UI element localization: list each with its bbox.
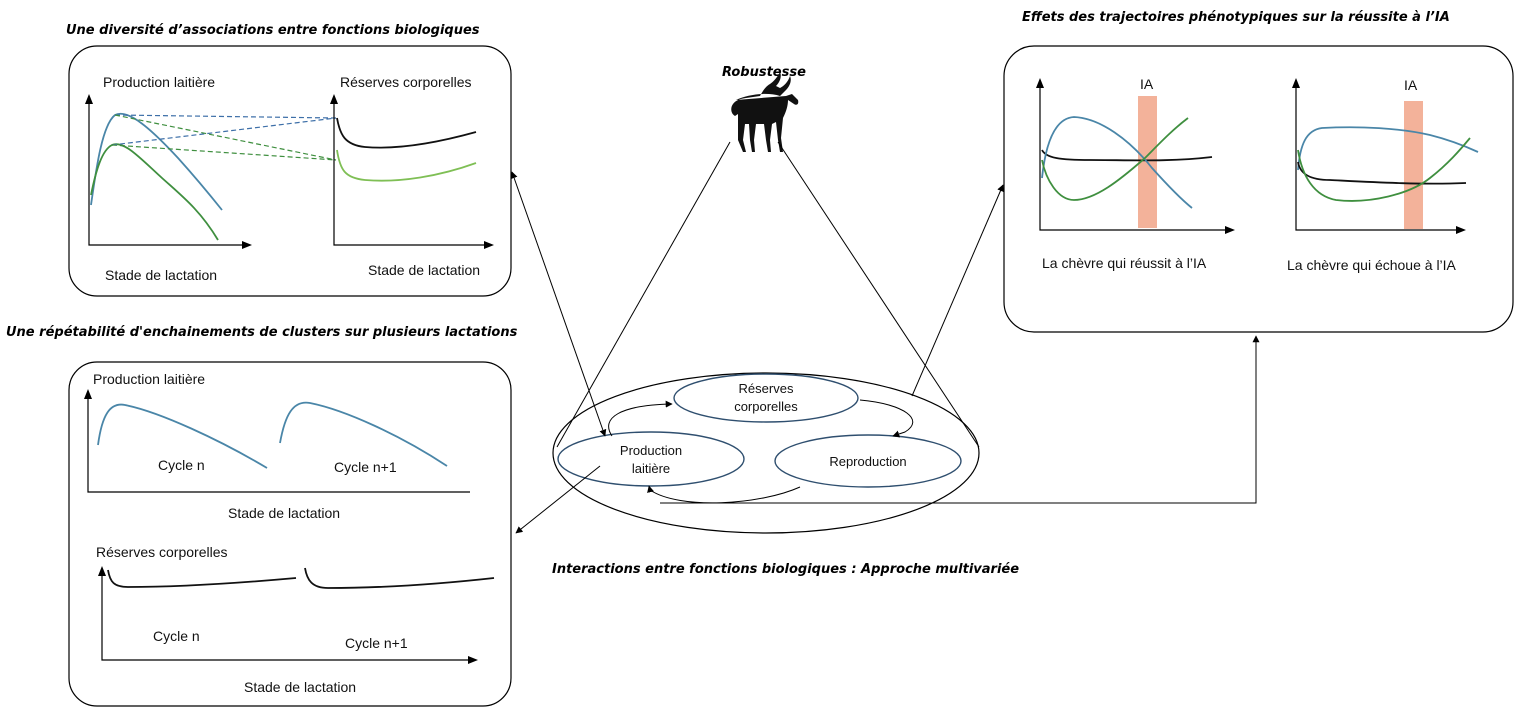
top-left-panel: Une diversité d’associations entre fonct…	[66, 23, 512, 297]
cycles-milk-cycle2: Cycle n+1	[334, 459, 397, 475]
failure-curve-blue	[1297, 126, 1479, 171]
node-reserves-line1: Réserves	[739, 381, 794, 396]
success-chart: IA La chèvre qui réussit à l’IA	[1036, 76, 1235, 271]
cycle-n1-reserves-curve	[304, 567, 495, 589]
success-curve-green	[1041, 117, 1189, 201]
ia-band-failure	[1404, 101, 1423, 229]
association-lines	[111, 114, 337, 161]
top-right-title: Effets des trajectoires phénotypiques su…	[1022, 10, 1450, 25]
top-right-panel: Effets des trajectoires phénotypiques su…	[1003, 10, 1514, 333]
dash-green-2	[111, 144, 337, 161]
milk-axes	[88, 100, 248, 246]
body-reserves-chart: Réserves corporelles Stade de lactation	[330, 74, 494, 278]
cycles-reserves-ylabel: Réserves corporelles	[96, 544, 228, 560]
cycles-reserves-axes	[101, 572, 470, 661]
success-curve-blue	[1041, 116, 1193, 209]
goat-right-line	[777, 141, 980, 448]
milk-x-arrow	[242, 241, 252, 249]
link-center-to-top-left	[510, 171, 607, 437]
cycles-reserves-cycle1: Cycle n	[153, 628, 200, 644]
success-y-arrow	[1036, 78, 1044, 88]
failure-curve-green	[1297, 137, 1471, 202]
bottom-left-title: Une répétabilité d'enchainements de clus…	[6, 325, 518, 340]
cycles-reserves-xlabel: Stade de lactation	[244, 679, 356, 695]
reserves-y-arrow	[330, 94, 338, 104]
failure-y-arrow	[1292, 78, 1300, 88]
top-right-box	[1003, 45, 1514, 333]
node-production: Production laitière	[557, 431, 745, 487]
reserves-x-arrow	[484, 241, 494, 249]
link-bottom-to-top-right	[660, 335, 1260, 504]
cycle-n-milk-curve	[97, 403, 268, 469]
bottom-left-panel: Une répétabilité d'enchainements de clus…	[6, 325, 518, 707]
failure-curve-black	[1297, 161, 1467, 185]
cycle-n-reserves-curve	[107, 569, 297, 588]
dash-blue-1	[114, 114, 337, 119]
failure-axes	[1295, 84, 1462, 231]
milk-cycles-chart: Production laitière Cycle n Cycle n+1 St…	[84, 371, 470, 521]
reserves-ylabel: Réserves corporelles	[340, 74, 472, 90]
cycles-milk-ylabel: Production laitière	[93, 371, 205, 387]
cycles-milk-y-arrow	[84, 389, 92, 399]
success-curve-black	[1041, 149, 1213, 162]
milk-curve-blue	[90, 112, 223, 211]
milk-y-arrow	[85, 94, 93, 104]
center-caption: Interactions entre fonctions biologiques…	[552, 562, 1019, 577]
failure-chart: IA La chèvre qui échoue à l’IA	[1287, 77, 1479, 273]
arrow-reproduction-to-production	[647, 485, 801, 504]
robustesse-title: Robustesse	[722, 65, 806, 80]
center-section: Robustesse Réserves corporelles Producti…	[552, 65, 1019, 577]
milk-ylabel: Production laitière	[103, 74, 215, 90]
node-reproduction-label: Reproduction	[829, 454, 906, 469]
dash-blue-2	[111, 117, 337, 146]
node-production-line2: laitière	[632, 461, 670, 476]
cycle-n1-milk-curve	[279, 401, 448, 467]
reserves-curve-green	[336, 149, 477, 182]
interactions-ellipse	[552, 372, 980, 534]
cycles-milk-xlabel: Stade de lactation	[228, 505, 340, 521]
top-left-title: Une diversité d’associations entre fonct…	[66, 23, 480, 38]
top-left-box	[68, 45, 512, 297]
node-production-line1: Production	[620, 443, 682, 458]
success-x-arrow	[1225, 226, 1235, 234]
reserves-xlabel: Stade de lactation	[368, 262, 480, 278]
cycles-reserves-x-arrow	[468, 656, 478, 664]
reserves-curve-black	[336, 117, 477, 149]
cycles-milk-axes	[87, 395, 470, 493]
cycles-milk-cycle1: Cycle n	[158, 457, 205, 473]
node-reserves: Réserves corporelles	[673, 373, 859, 423]
ia-label-success: IA	[1140, 76, 1154, 92]
cycles-reserves-y-arrow	[98, 566, 106, 576]
success-axes	[1039, 84, 1230, 231]
milk-curve-green	[90, 143, 219, 241]
reserves-axes	[333, 100, 490, 246]
caption-failure: La chèvre qui échoue à l’IA	[1287, 257, 1457, 273]
reserves-cycles-chart: Réserves corporelles Cycle n Cycle n+1 S…	[96, 544, 495, 695]
goat-icon	[731, 72, 799, 152]
cycles-reserves-cycle2: Cycle n+1	[345, 635, 408, 651]
node-reserves-line2: corporelles	[734, 399, 798, 414]
link-center-to-top-right	[911, 184, 1004, 397]
caption-success: La chèvre qui réussit à l’IA	[1042, 255, 1207, 271]
dash-green-1	[114, 114, 337, 161]
milk-production-chart: Production laitière Stade de lactation	[85, 74, 252, 283]
ia-label-failure: IA	[1404, 77, 1418, 93]
failure-x-arrow	[1456, 226, 1466, 234]
arrow-production-to-reserves	[608, 400, 673, 437]
link-center-to-bottom-left	[515, 465, 601, 534]
arrow-reserves-to-reproduction	[859, 399, 914, 438]
milk-xlabel: Stade de lactation	[105, 267, 217, 283]
node-reproduction: Reproduction	[774, 434, 962, 488]
bottom-left-box	[68, 361, 512, 707]
